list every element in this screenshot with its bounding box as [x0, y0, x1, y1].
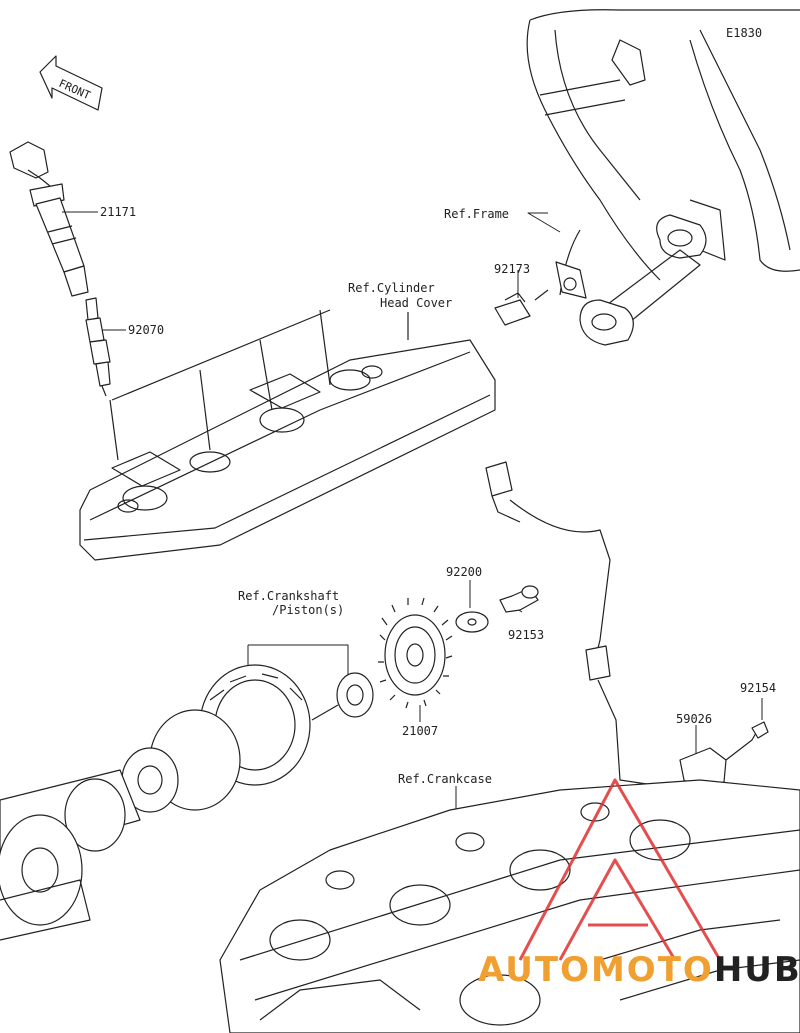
part-label-92173[interactable]: 92173	[494, 262, 531, 276]
ref-crankshaft-line2: /Piston(s)	[272, 603, 345, 617]
diagram-code: E1830	[726, 26, 763, 40]
part-label-92200[interactable]: 92200	[446, 565, 483, 579]
ref-crankshaft-line1: Ref.Crankshaft	[238, 589, 340, 603]
part-label-92154[interactable]: 92154	[740, 681, 777, 695]
ref-cylinder-head-cover-line1: Ref.Cylinder	[348, 281, 435, 295]
watermark: AUTOMOTOHUB	[478, 950, 800, 990]
part-label-92153[interactable]: 92153	[508, 628, 545, 642]
washer-bolt-drawing	[455, 585, 539, 633]
leader-lines	[62, 211, 763, 810]
ref-crankcase-label: Ref.Crankcase	[398, 772, 492, 786]
ignition-coil-drawing	[9, 141, 89, 297]
crank-sensor-drawing	[485, 461, 769, 791]
cylinder-head-cover-drawing	[79, 309, 496, 561]
crankshaft-drawing	[0, 664, 374, 941]
part-label-92070[interactable]: 92070	[128, 323, 165, 337]
part-label-59026[interactable]: 59026	[676, 712, 713, 726]
front-arrow-icon: FRONT	[39, 55, 103, 111]
part-label-21007[interactable]: 21007	[402, 724, 439, 738]
frame-drawing	[526, 9, 800, 346]
part-label-21171[interactable]: 21171	[100, 205, 137, 219]
ref-frame-label: Ref.Frame	[444, 207, 510, 221]
spark-plug-drawing	[85, 297, 111, 397]
watermark-text-automoto: AUTOMOTO	[478, 950, 714, 990]
timing-rotor-drawing	[378, 597, 453, 709]
watermark-text-hub: HUB	[713, 950, 800, 990]
watermark-logo-icon	[518, 778, 722, 961]
ref-cylinder-head-cover-line2: Head Cover	[380, 296, 453, 310]
crankcase-drawing	[219, 779, 800, 1033]
